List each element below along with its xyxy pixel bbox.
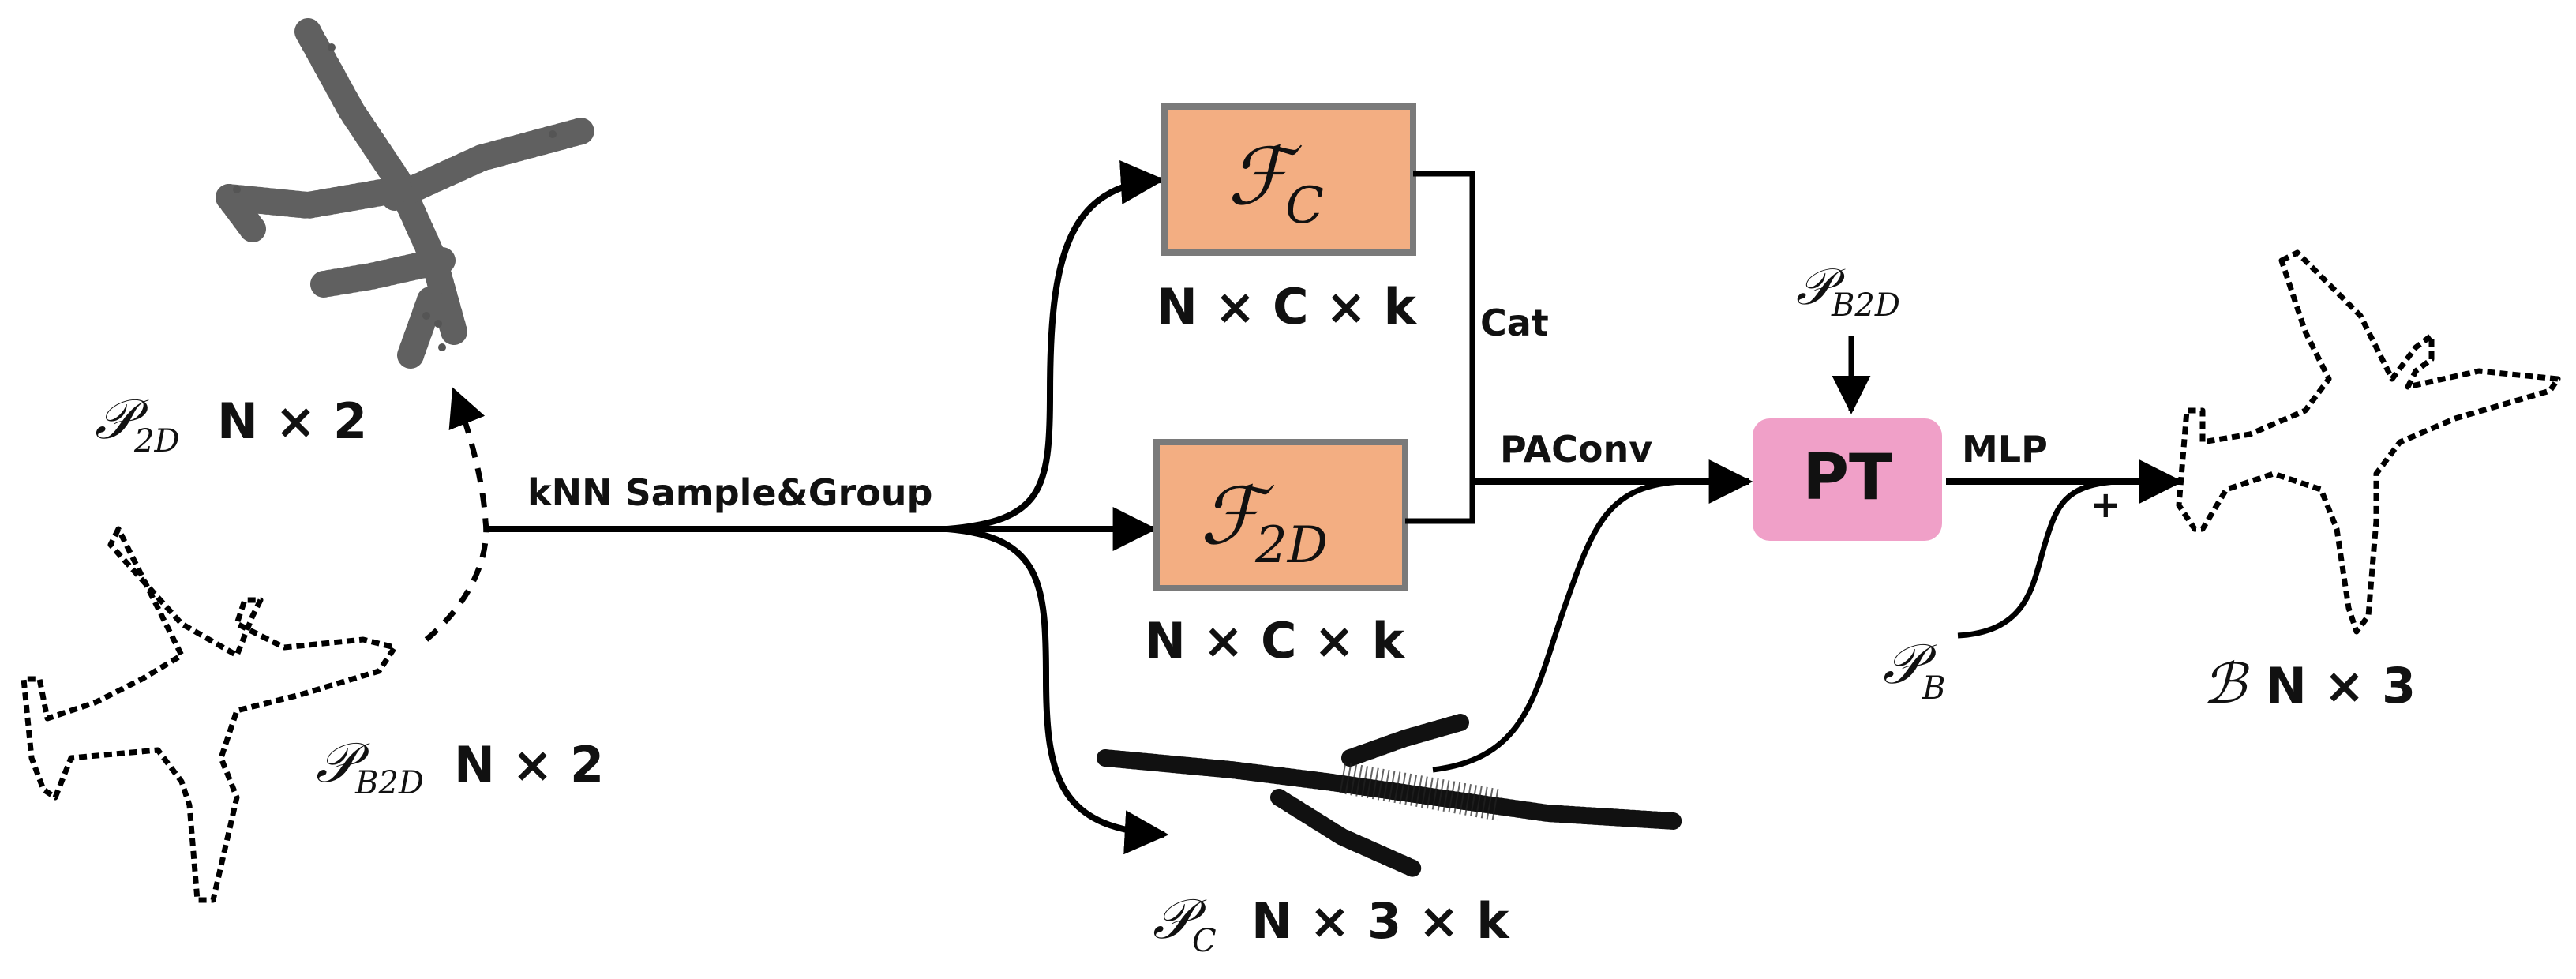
p2d-subscript: 2D (133, 423, 180, 459)
airplane-gray-pointcloud-icon (216, 18, 598, 369)
knn-sample-group-label: kNN Sample&Group (527, 471, 932, 514)
airplane-gray-pointcloud-stipple (233, 43, 557, 351)
mlp-label: MLP (1962, 428, 2048, 471)
pb2d-subscript: B2D (354, 765, 424, 801)
p2d-dims: N × 2 (217, 392, 367, 450)
plus-sign: + (2090, 483, 2121, 526)
residual-label: 𝒫 B (1883, 632, 1945, 707)
pt-query-label: 𝒫 B2D (1796, 258, 1900, 324)
residual-curve (1957, 478, 2117, 639)
airplane-3d-pointcloud-icon (1097, 714, 1682, 877)
b-dims: N × 3 (2266, 657, 2416, 715)
airplane-outline-output-icon (2176, 249, 2561, 635)
output-2d-label: 𝒫 2D N × 2 (95, 387, 367, 459)
f2d-dims: N × C × k (1145, 612, 1406, 670)
cloud-c-label: 𝒫 C N × 3 × k (1153, 887, 1510, 959)
pb2d-dims: N × 2 (454, 736, 604, 793)
pb-subscript: B (1922, 670, 1945, 707)
pt-label: PT (1802, 441, 1892, 514)
f2d-subscript: 2D (1254, 516, 1328, 575)
b-symbol: ℬ (2203, 651, 2250, 716)
input-2d-label: 𝒫 B2D N × 2 (316, 730, 604, 801)
airplane-outline-2d-icon (21, 526, 398, 903)
pc-dims: N × 3 × k (1251, 892, 1510, 950)
dashed-arrow-to-2d (424, 387, 489, 642)
branch-to-fc (947, 160, 1165, 532)
pt-block: PT (1753, 418, 1942, 541)
branch-to-pc (947, 526, 1169, 855)
fc-subscript: C (1285, 177, 1324, 235)
pc-subscript: C (1192, 923, 1217, 959)
output-label: ℬ N × 3 (2203, 651, 2416, 716)
airplane-3d-pointcloud-stipple (1339, 762, 1503, 821)
feature-c-block: ℱ C N × C × k (1157, 103, 1418, 336)
fc-dims: N × C × k (1157, 278, 1418, 336)
paconv-label: PAConv (1500, 428, 1652, 471)
concat-line (1405, 171, 1475, 524)
pc-to-paconv-curve (1432, 478, 1682, 773)
cat-label: Cat (1480, 302, 1549, 344)
feature-2d-block: ℱ 2D N × C × k (1145, 439, 1408, 670)
pt-query-subscript: B2D (1831, 287, 1900, 324)
